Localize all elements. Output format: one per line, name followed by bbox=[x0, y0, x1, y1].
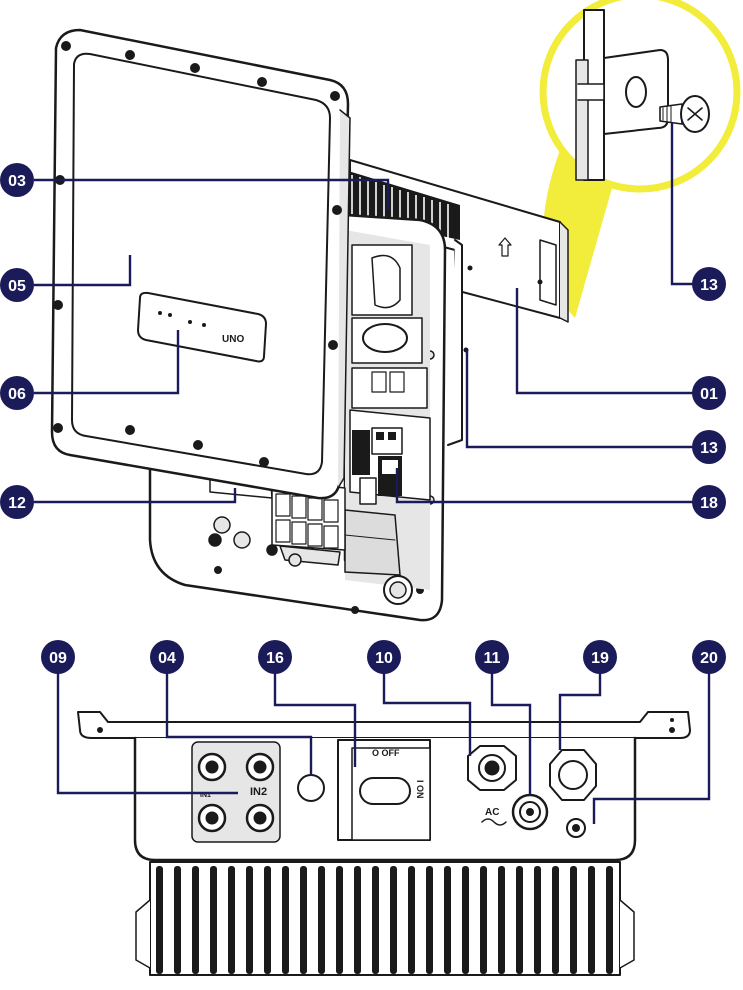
svg-text:12: 12 bbox=[8, 495, 26, 512]
switch-off-label: O OFF bbox=[372, 748, 400, 758]
inverter-bottom-view: IN1 IN2 O OFF I ON AC bbox=[77, 711, 691, 976]
svg-text:09: 09 bbox=[49, 650, 67, 667]
svg-text:19: 19 bbox=[591, 650, 609, 667]
svg-text:10: 10 bbox=[375, 650, 393, 667]
callout-05: 05 bbox=[0, 268, 34, 302]
svg-text:05: 05 bbox=[8, 278, 26, 295]
callout-19: 19 bbox=[583, 640, 617, 674]
callout-16: 16 bbox=[258, 640, 292, 674]
callout-11: 11 bbox=[475, 640, 509, 674]
dc-disconnect-switch: O OFF I ON bbox=[337, 739, 431, 841]
callout-13-screw: 13 bbox=[692, 267, 726, 301]
callout-09: 09 bbox=[41, 640, 75, 674]
callout-20: 20 bbox=[692, 640, 726, 674]
switch-on-label: I ON bbox=[415, 780, 425, 799]
leader-lines bbox=[34, 122, 711, 824]
svg-text:01: 01 bbox=[700, 386, 718, 403]
dc-in2-label: IN2 bbox=[250, 786, 267, 798]
logo-text: UNO bbox=[222, 334, 244, 345]
signal-connector: AC bbox=[467, 745, 517, 826]
dc-in1-label: IN1 bbox=[200, 792, 211, 799]
svg-text:13: 13 bbox=[700, 277, 718, 294]
bracket-detail bbox=[575, 9, 669, 181]
ac-label: AC bbox=[485, 807, 499, 818]
led-panel: UNO bbox=[137, 291, 267, 363]
ac-output-connector bbox=[511, 793, 549, 831]
anti-condensation-valve bbox=[297, 774, 325, 802]
svg-text:13: 13 bbox=[700, 440, 718, 457]
front-cover bbox=[50, 28, 351, 500]
bottom-heatsink bbox=[135, 861, 635, 976]
svg-text:03: 03 bbox=[8, 173, 26, 190]
internal-electronics bbox=[344, 230, 431, 605]
ac-gland-internal bbox=[383, 575, 413, 605]
cable-glands-internal bbox=[208, 516, 302, 567]
ground-point bbox=[566, 818, 586, 838]
svg-text:04: 04 bbox=[158, 650, 176, 667]
callout-10: 10 bbox=[367, 640, 401, 674]
cable-gland bbox=[549, 749, 597, 801]
svg-text:18: 18 bbox=[700, 495, 718, 512]
callout-06: 06 bbox=[0, 376, 34, 410]
callout-03: 03 bbox=[0, 163, 34, 197]
svg-text:11: 11 bbox=[484, 650, 501, 667]
callout-01: 01 bbox=[692, 376, 726, 410]
screw-icon bbox=[659, 95, 710, 133]
callout-13-slot: 13 bbox=[692, 430, 726, 464]
svg-text:20: 20 bbox=[700, 650, 718, 667]
svg-text:16: 16 bbox=[266, 650, 284, 667]
callout-04: 04 bbox=[150, 640, 184, 674]
svg-text:06: 06 bbox=[8, 386, 26, 403]
callout-12: 12 bbox=[0, 485, 34, 519]
callout-18: 18 bbox=[692, 485, 726, 519]
